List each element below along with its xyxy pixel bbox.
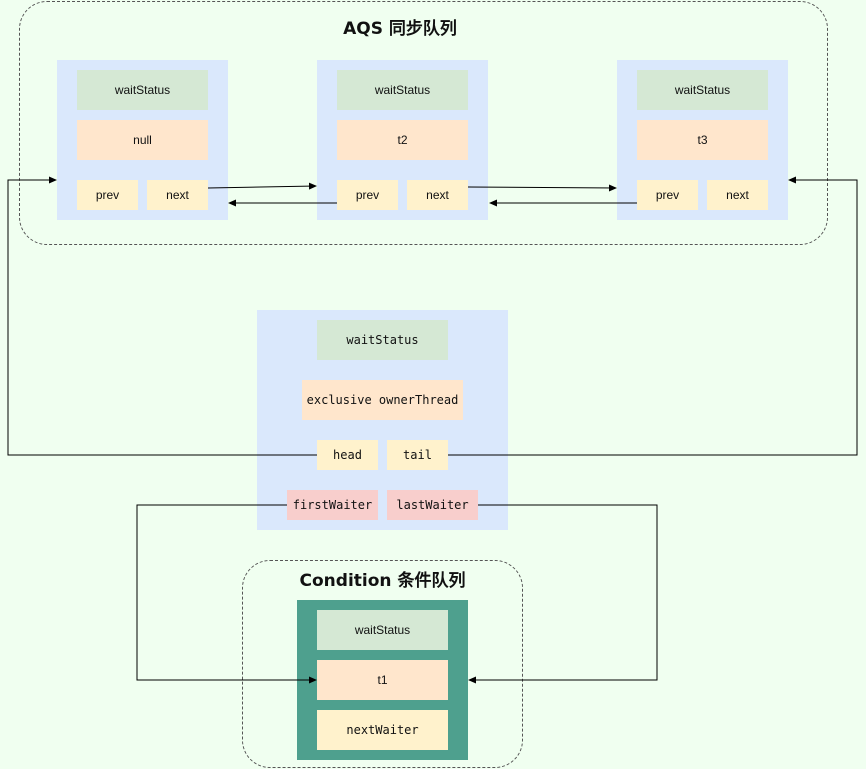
aqs-owner-thread: exclusive ownerThread [302,380,463,420]
node-1-next: next [147,180,208,210]
node-2-next: next [407,180,468,210]
node-2-thread: t2 [337,120,468,160]
node-1-wait-status: waitStatus [77,70,208,110]
condition-node-next-waiter: nextWaiter [317,710,448,750]
node-3-wait-status: waitStatus [637,70,768,110]
node-1-prev: prev [77,180,138,210]
condition-node-wait-status: waitStatus [317,610,448,650]
condition-queue-title: Condition 条件队列 [299,571,466,591]
aqs-tail: tail [387,440,448,470]
node-3-next: next [707,180,768,210]
node-3-prev: prev [637,180,698,210]
aqs-first-waiter: firstWaiter [287,490,378,520]
aqs-wait-status: waitStatus [317,320,448,360]
node-1-thread: null [77,120,208,160]
aqs-head: head [317,440,378,470]
aqs-last-waiter: lastWaiter [387,490,478,520]
aqs-queue-title: AQS 同步队列 [343,19,457,39]
condition-node-thread: t1 [317,660,448,700]
node-3-thread: t3 [637,120,768,160]
node-2-wait-status: waitStatus [337,70,468,110]
node-2-prev: prev [337,180,398,210]
aqs-queue-group [19,1,828,245]
